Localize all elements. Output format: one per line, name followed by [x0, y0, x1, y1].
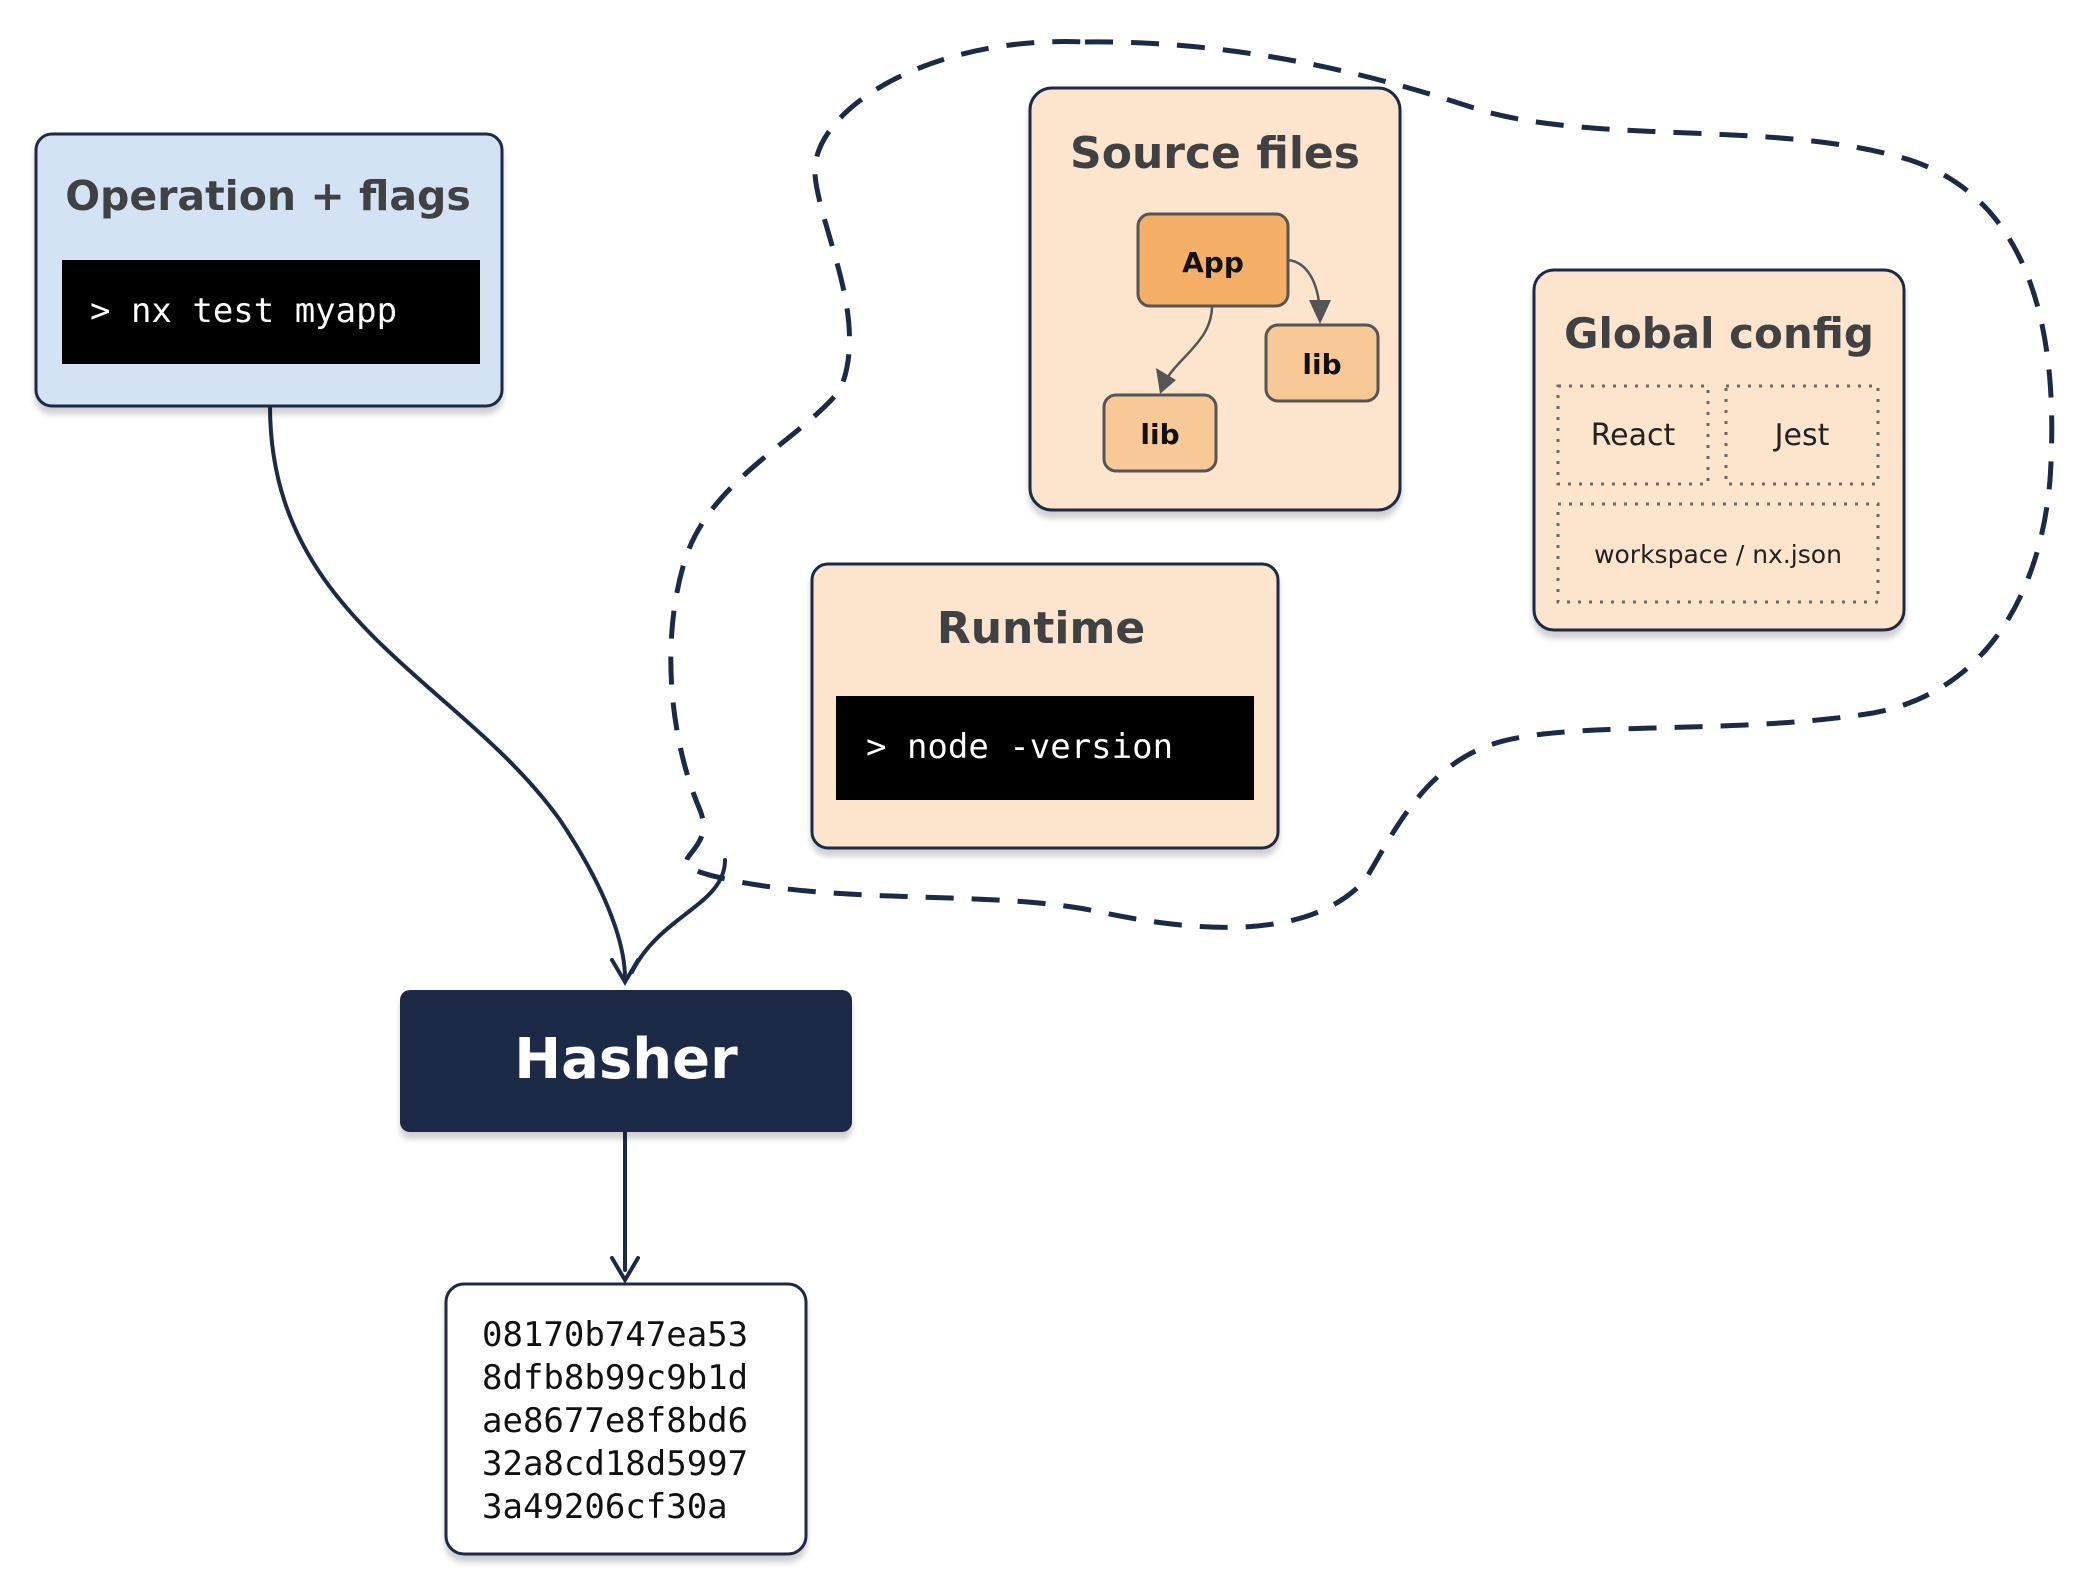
- runtime-terminal: [836, 696, 1254, 800]
- hasher-box: Hasher: [400, 990, 852, 1132]
- hash-line: 3a49206cf30a: [482, 1487, 728, 1527]
- hash-output-box: 08170b747ea53 8dfb8b99c9b1d ae8677e8f8bd…: [444, 1282, 808, 1556]
- lib-node-left: lib: [1102, 393, 1218, 473]
- app-to-lib-right-arrowhead: [1309, 300, 1331, 324]
- hash-line: 32a8cd18d5997: [482, 1444, 748, 1484]
- inputs-to-hasher-arrow: [630, 858, 727, 974]
- workspace-inputs-boundary: [668, 39, 2055, 930]
- app-to-lib-left-edge: [1164, 305, 1214, 381]
- hash-line: 8dfb8b99c9b1d: [482, 1358, 748, 1398]
- hash-line: 08170b747ea53: [482, 1315, 748, 1355]
- source-files-box: Source files App lib lib: [1028, 86, 1402, 512]
- config-react-cell: [1556, 384, 1710, 486]
- lib-node-right-label: lib: [1302, 348, 1341, 381]
- global-config-title: Global config: [1564, 309, 1874, 358]
- app-node: App: [1136, 212, 1290, 308]
- operation-to-hasher-arrow: [268, 404, 627, 980]
- operation-title: Operation + flags: [65, 172, 471, 220]
- runtime-title: Runtime: [937, 603, 1145, 654]
- hash-arrowhead: [610, 1256, 640, 1284]
- runtime-box: Runtime > node -version: [810, 562, 1280, 850]
- config-jest-cell: [1724, 384, 1880, 486]
- operation-box: Operation + flags > nx test myapp: [34, 132, 504, 408]
- lib-node-left-label: lib: [1140, 418, 1179, 451]
- config-jest-label: Jest: [1773, 418, 1830, 453]
- global-config-box: Global config React Jest workspace / nx.…: [1532, 268, 1906, 632]
- operation-terminal: [62, 260, 480, 364]
- hasher-arrowhead: [610, 958, 640, 986]
- hasher-label: Hasher: [514, 1027, 738, 1092]
- hash-line: ae8677e8f8bd6: [482, 1401, 748, 1441]
- operation-command: > nx test myapp: [90, 291, 397, 331]
- runtime-command: > node -version: [866, 727, 1173, 767]
- app-to-lib-left-arrowhead: [1156, 368, 1176, 394]
- config-workspace-label: workspace / nx.json: [1594, 540, 1842, 569]
- config-react-label: React: [1591, 418, 1676, 453]
- app-node-label: App: [1182, 246, 1244, 279]
- source-files-title: Source files: [1070, 128, 1360, 179]
- lib-node-right: lib: [1264, 323, 1380, 403]
